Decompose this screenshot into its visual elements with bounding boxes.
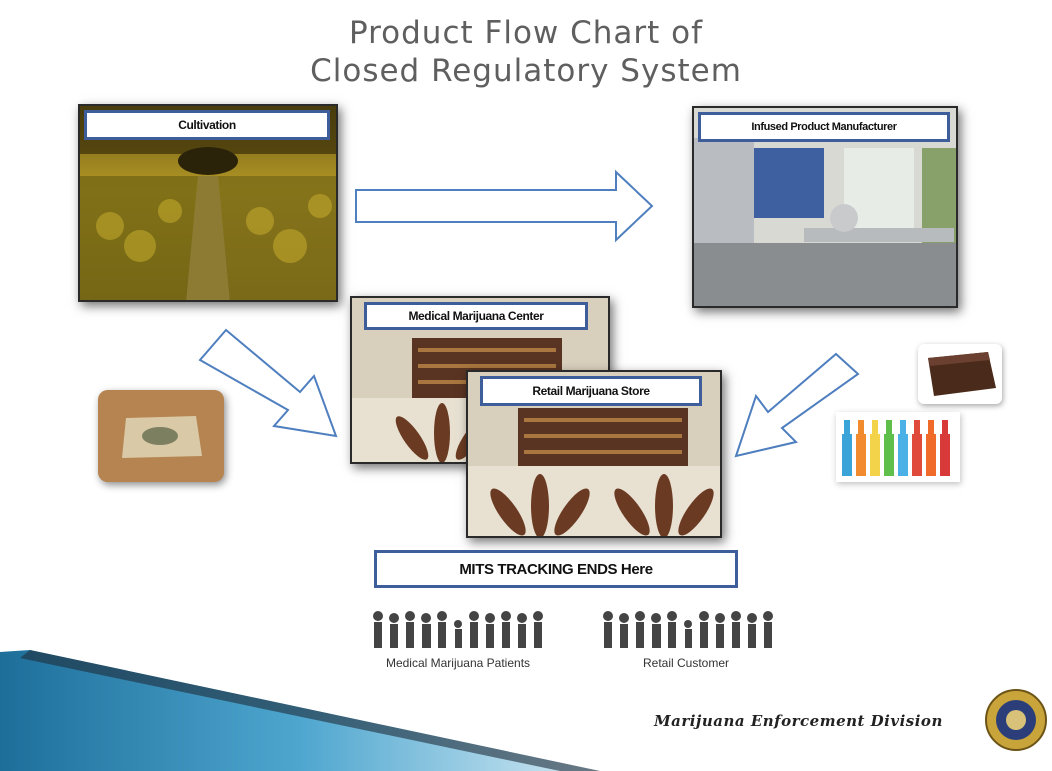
medical-center-label: Medical Marijuana Center <box>364 302 588 330</box>
brownie-photo <box>918 344 1002 404</box>
retail-customers-crowd-icon <box>603 611 773 648</box>
medical-patients-label: Medical Marijuana Patients <box>385 656 531 670</box>
soda-image <box>842 420 950 476</box>
cultivation-label: Cultivation <box>84 110 330 140</box>
retail-store-label: Retail Marijuana Store <box>480 376 702 406</box>
right-arrow <box>355 169 654 243</box>
infused-manufacturer-label: Infused Product Manufacturer <box>698 112 950 142</box>
brownie-image <box>928 352 996 396</box>
flower-image <box>98 390 224 482</box>
medical-patients-crowd-icon <box>373 611 543 648</box>
division-seal-icon <box>985 689 1047 751</box>
division-name: Marijuana Enforcement Division <box>654 712 943 730</box>
footer-swoosh <box>0 650 600 771</box>
retail-customer-label: Retail Customer <box>642 656 730 670</box>
down-right-arrow <box>198 328 338 438</box>
cultivation-photo: Cultivation <box>78 104 338 302</box>
tracking-banner: MITS TRACKING ENDS Here <box>374 550 738 588</box>
title-line-2: Closed Regulatory System <box>310 53 742 89</box>
infused-manufacturer-photo: Infused Product Manufacturer <box>692 106 958 308</box>
down-left-arrow <box>734 352 860 458</box>
title-line-1: Product Flow Chart of <box>348 15 704 51</box>
retail-store-photo: Retail Marijuana Store <box>466 370 722 538</box>
soda-bottles-photo <box>836 412 960 482</box>
flower-product-photo <box>98 390 224 482</box>
